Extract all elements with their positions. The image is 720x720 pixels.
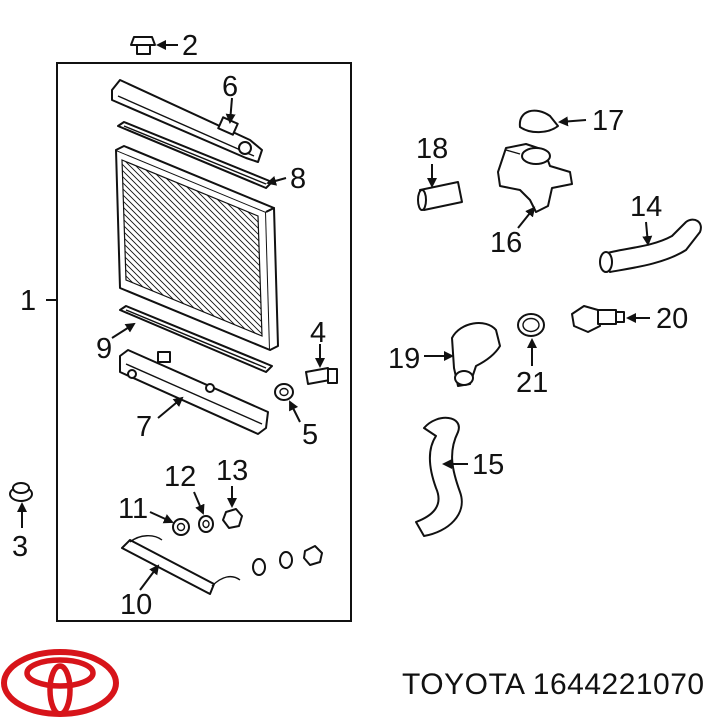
radiator-cap-part <box>130 36 156 55</box>
callout-16: 16 <box>490 227 522 259</box>
leader-10 <box>139 564 160 591</box>
temperature-sensor-part <box>571 305 625 333</box>
part-caption: TOYOTA 1644221070 <box>402 668 705 702</box>
gasket-ring-part <box>517 313 545 337</box>
callout-6: 6 <box>222 71 238 103</box>
leader-8 <box>266 176 287 186</box>
callout-5: 5 <box>302 419 318 451</box>
callout-7: 7 <box>136 411 152 443</box>
leader-7 <box>157 396 184 419</box>
lower-tank-part <box>119 349 269 435</box>
water-inlet-part <box>451 322 501 387</box>
toyota-logo <box>1 649 119 717</box>
callout-17: 17 <box>592 105 624 137</box>
callout-3: 3 <box>12 531 28 563</box>
leader-14 <box>642 221 653 246</box>
cushion-part <box>9 482 33 502</box>
leader-6 <box>225 97 236 124</box>
part-number: 1644221070 <box>532 668 705 701</box>
leader-9 <box>111 322 136 339</box>
leader-16 <box>517 206 536 229</box>
leader-12 <box>193 491 205 515</box>
drain-cock-part <box>305 367 338 385</box>
nut-part <box>303 545 323 566</box>
callout-10: 10 <box>120 589 152 621</box>
oil-cooler-pipe-part <box>121 535 241 595</box>
callout-18: 18 <box>416 133 448 165</box>
water-outlet-part <box>497 143 573 213</box>
callout-4: 4 <box>310 317 326 349</box>
o-ring-part <box>274 383 294 401</box>
callout-8: 8 <box>290 163 306 195</box>
washer-12-part <box>198 515 214 533</box>
upper-tank-part <box>111 79 263 163</box>
washer-11-part <box>172 518 190 536</box>
callout-2: 2 <box>182 30 198 62</box>
washer-a-part <box>252 558 266 576</box>
assembly-frame <box>56 62 352 622</box>
brand-label: TOYOTA <box>402 668 524 701</box>
leader-11 <box>149 511 174 524</box>
nut-13-part <box>222 508 243 529</box>
radiator-core-part <box>115 145 279 351</box>
callout-21: 21 <box>516 367 548 399</box>
callout-15: 15 <box>472 449 504 481</box>
filler-cap-part <box>518 109 559 134</box>
leader-5 <box>289 400 301 423</box>
hose-sleeve-part <box>417 181 463 211</box>
callout-12: 12 <box>164 461 196 493</box>
radiator-hose-14-part <box>603 218 702 273</box>
lower-gasket-part <box>119 305 273 373</box>
callout-9: 9 <box>96 333 112 365</box>
callout-13: 13 <box>216 455 248 487</box>
callout-19: 19 <box>388 343 420 375</box>
leader-17 <box>558 116 587 127</box>
callout-20: 20 <box>656 303 688 335</box>
washer-b-part <box>279 551 293 569</box>
callout-11: 11 <box>118 493 148 525</box>
callout-14: 14 <box>630 191 662 223</box>
radiator-hose-15-part <box>415 416 463 537</box>
callout-1: 1 <box>20 285 36 317</box>
